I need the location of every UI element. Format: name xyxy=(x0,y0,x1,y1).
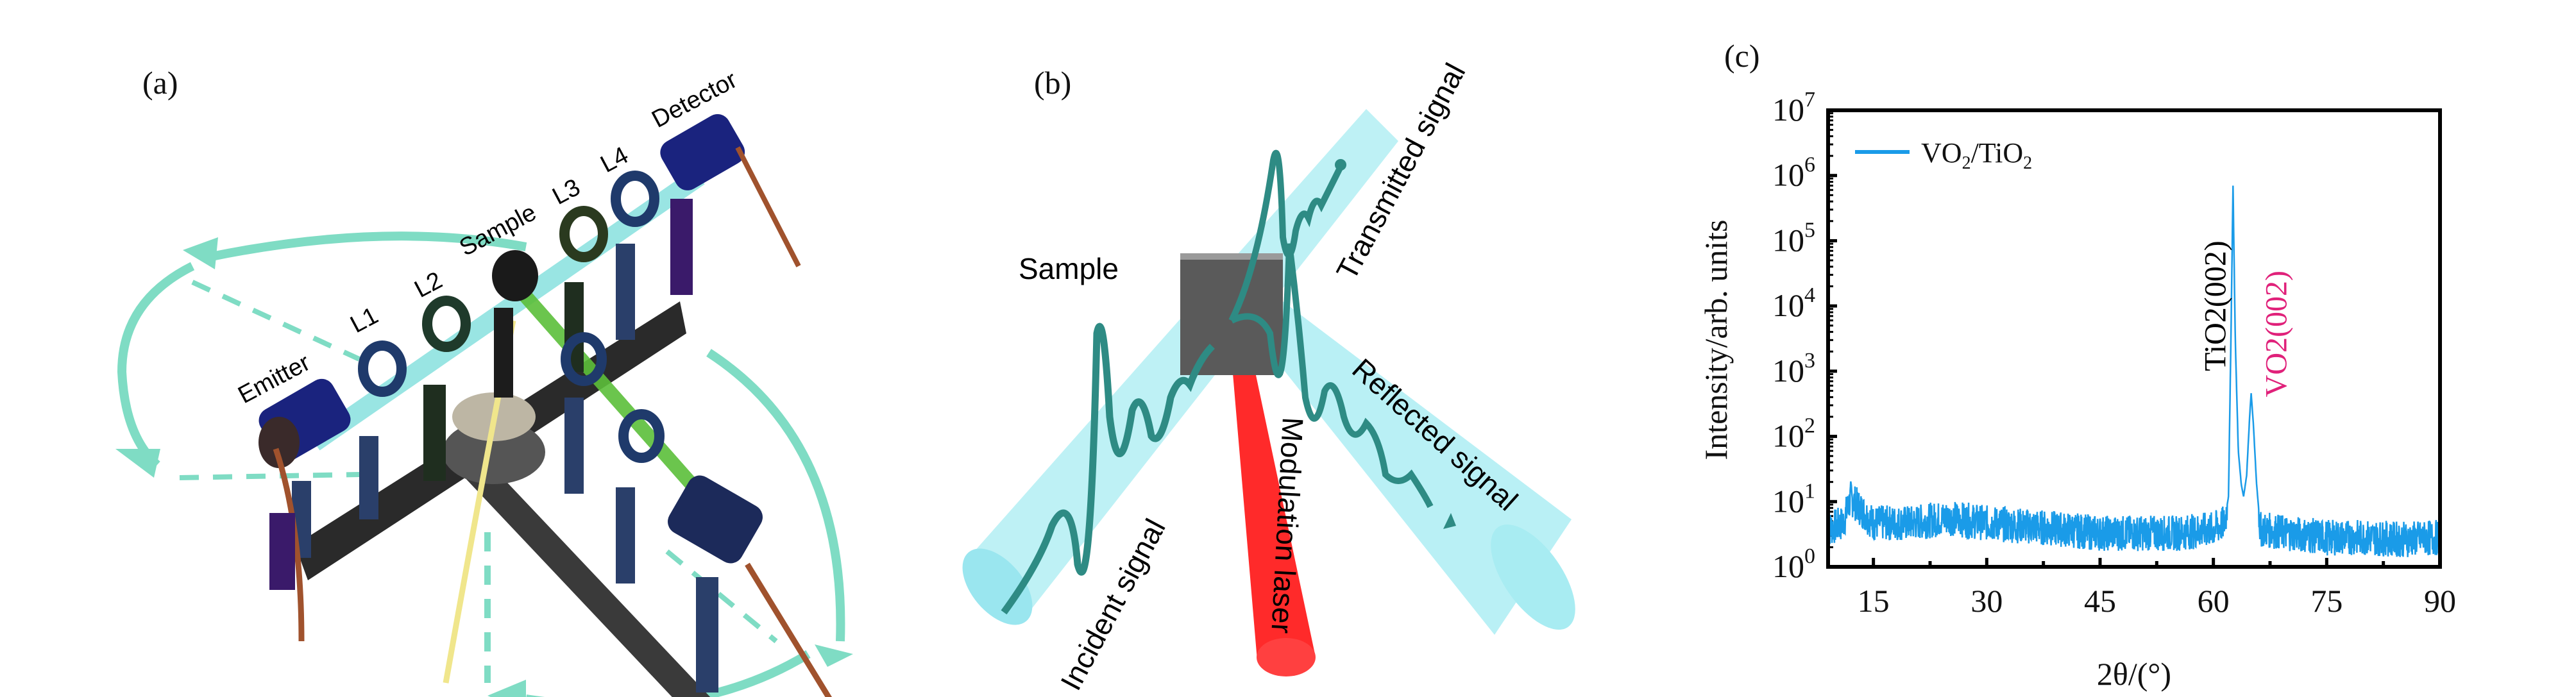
x-tick-label: 15 xyxy=(1858,583,1890,619)
green-beam xyxy=(507,277,711,505)
reflected-wave xyxy=(1230,243,1434,508)
y-axis-label: Intensity/arb. units xyxy=(1700,220,1734,460)
y-tick-label: 106 xyxy=(1772,153,1815,193)
y-tick-label: 101 xyxy=(1772,479,1815,519)
panel-b-label: (b) xyxy=(1034,65,1072,101)
y-tick-label: 100 xyxy=(1772,544,1815,584)
detector-2-body xyxy=(668,475,763,564)
modulation-laser-end xyxy=(1257,638,1316,676)
lens-green-1 xyxy=(561,332,607,386)
panel-a: (a) xyxy=(0,0,898,697)
lens-l3 xyxy=(559,206,608,262)
post xyxy=(670,199,693,295)
lens-l2 xyxy=(422,296,471,352)
x-tick-label: 30 xyxy=(1970,583,2003,619)
emitter-stand xyxy=(269,513,295,590)
xrd-chart: 15 30 45 60 75 90 100 101 102 103 104 105 106 107 VO… xyxy=(1700,88,2456,692)
annotation-vo2-002: VO2(002) xyxy=(2260,271,2294,397)
x-tick-label: 90 xyxy=(2424,583,2456,619)
x-tick-label: 60 xyxy=(2198,583,2230,619)
post xyxy=(616,487,635,584)
plot-frame xyxy=(1826,108,2442,569)
post xyxy=(696,577,718,693)
x-axis-label: 2θ/(°) xyxy=(2097,656,2171,692)
dashed-guide xyxy=(665,549,778,644)
detector-body xyxy=(660,113,745,190)
y-axis-ticks: 100 101 102 103 104 105 106 107 xyxy=(1772,88,1837,584)
setup-diagram: Emitter L1 L2 Sample L3 L4 Detector xyxy=(115,66,853,697)
label-sample: Sample xyxy=(455,199,541,262)
rotation-arrow-bottom xyxy=(526,650,811,697)
reflected-wave-arrowhead xyxy=(1443,513,1456,529)
panel-a-label: (a) xyxy=(142,65,178,101)
rotation-arrow-top xyxy=(210,231,527,261)
reflected-beam-end xyxy=(1491,525,1575,630)
modulation-laser xyxy=(1228,321,1315,660)
x-axis-ticks: 15 30 45 60 75 90 xyxy=(1858,558,2456,619)
dashed-guide xyxy=(191,280,360,362)
post xyxy=(616,244,635,340)
rotation-arrow-left xyxy=(117,262,195,469)
signal-diagram: Sample Incident signal Transmitted signa… xyxy=(962,58,1575,696)
annotation-tio2-002: TiO2(002) xyxy=(2198,240,2232,371)
rotation-arrow-right xyxy=(706,349,845,642)
y-tick-label: 107 xyxy=(1772,88,1815,128)
transmitted-wave-end xyxy=(1335,159,1346,171)
y-tick-label: 104 xyxy=(1772,283,1815,323)
post xyxy=(359,436,378,519)
rotation-arrow-right-head xyxy=(815,644,853,667)
incident-wave xyxy=(1001,323,1215,615)
post xyxy=(423,385,446,481)
post xyxy=(494,308,513,398)
lens-green-2 xyxy=(618,409,665,463)
x-tick-label: 75 xyxy=(2310,583,2343,619)
lens-l4 xyxy=(611,171,659,227)
y-tick-label: 102 xyxy=(1772,414,1815,454)
incident-beam-end xyxy=(962,548,1033,625)
rotation-stage xyxy=(443,420,545,484)
sample-holder xyxy=(492,250,538,301)
lens-l1 xyxy=(358,340,407,397)
series-line-vo2-tio2 xyxy=(1827,185,2441,557)
y-tick-label: 105 xyxy=(1772,218,1815,258)
detector-2-cable xyxy=(745,562,833,697)
rotation-arrow-bottom-head xyxy=(487,680,526,697)
label-sample: Sample xyxy=(1019,252,1119,285)
sample-plate-edge xyxy=(1180,253,1283,260)
panel-b: (b) Sample Incident signal Transmitted s… xyxy=(898,0,1700,697)
rotation-arrow-left-head xyxy=(115,449,160,478)
label-l3: L3 xyxy=(548,174,585,210)
post xyxy=(564,398,584,494)
panel-c-label: (c) xyxy=(1724,38,1760,74)
rail-cross xyxy=(462,462,711,697)
legend-label: VO2/TiO2 xyxy=(1921,137,2032,173)
x-tick-label: 45 xyxy=(2084,583,2116,619)
dashed-guide xyxy=(179,472,360,480)
emitter-face xyxy=(258,417,300,468)
detector-cable xyxy=(735,146,801,267)
rotation-arrow-top-head xyxy=(183,237,218,269)
label-l1: L1 xyxy=(346,302,383,339)
y-tick-label: 103 xyxy=(1772,349,1815,389)
